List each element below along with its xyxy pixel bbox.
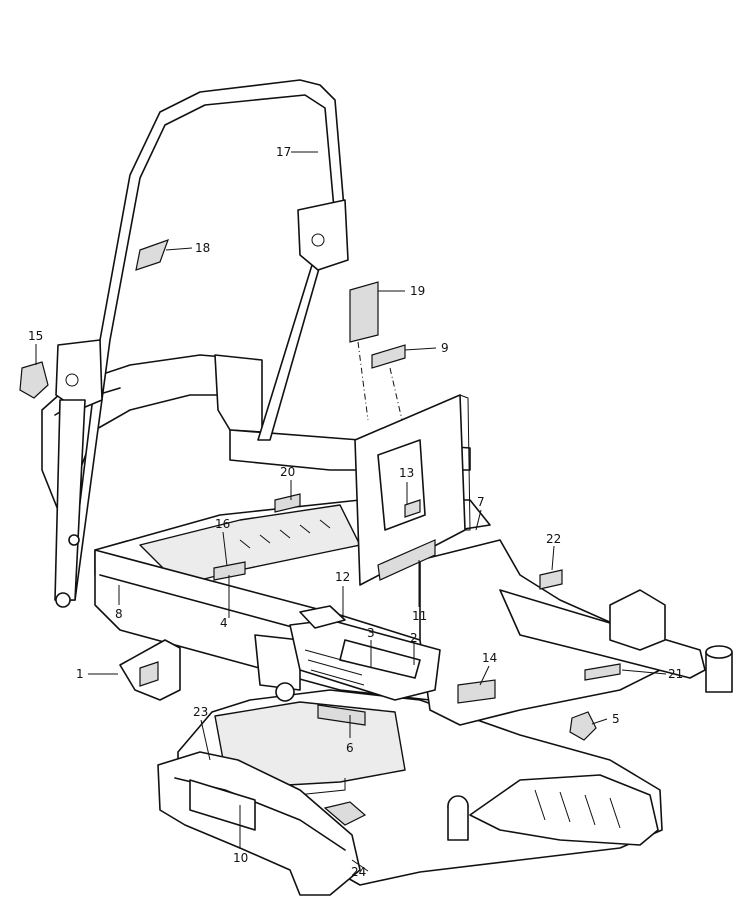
loose-parts bbox=[19, 281, 621, 741]
callout-22: 22 bbox=[546, 532, 561, 546]
callout-24: 24 bbox=[351, 865, 366, 879]
callout-14: 14 bbox=[482, 651, 497, 665]
callout-labels: 1 2 3 4 5 6 7 8 9 10 11 12 13 14 15 16 1… bbox=[28, 145, 683, 879]
callout-20: 20 bbox=[280, 465, 295, 479]
callout-19: 19 bbox=[410, 284, 425, 298]
callout-13: 13 bbox=[399, 466, 414, 480]
callout-15: 15 bbox=[28, 329, 43, 343]
control-bar bbox=[289, 605, 441, 726]
callout-5: 5 bbox=[612, 712, 620, 726]
callout-10: 10 bbox=[233, 851, 248, 865]
callout-2: 2 bbox=[410, 631, 418, 645]
seat-plate bbox=[354, 394, 471, 586]
callout-11: 11 bbox=[412, 609, 427, 623]
callout-3: 3 bbox=[367, 626, 375, 640]
leader-lines bbox=[35, 151, 667, 872]
callout-9: 9 bbox=[441, 341, 449, 355]
callout-21: 21 bbox=[668, 667, 683, 681]
callout-12: 12 bbox=[335, 570, 350, 584]
rops-rollbar bbox=[54, 79, 349, 608]
callout-8: 8 bbox=[115, 607, 123, 621]
callout-4: 4 bbox=[220, 616, 228, 630]
callout-6: 6 bbox=[346, 741, 354, 755]
mower-deck bbox=[157, 689, 663, 896]
callout-17: 17 bbox=[276, 145, 291, 159]
callout-18: 18 bbox=[195, 241, 210, 255]
callout-1: 1 bbox=[76, 667, 84, 681]
callout-23: 23 bbox=[193, 705, 208, 719]
callout-7: 7 bbox=[477, 495, 485, 509]
callout-16: 16 bbox=[215, 517, 230, 531]
